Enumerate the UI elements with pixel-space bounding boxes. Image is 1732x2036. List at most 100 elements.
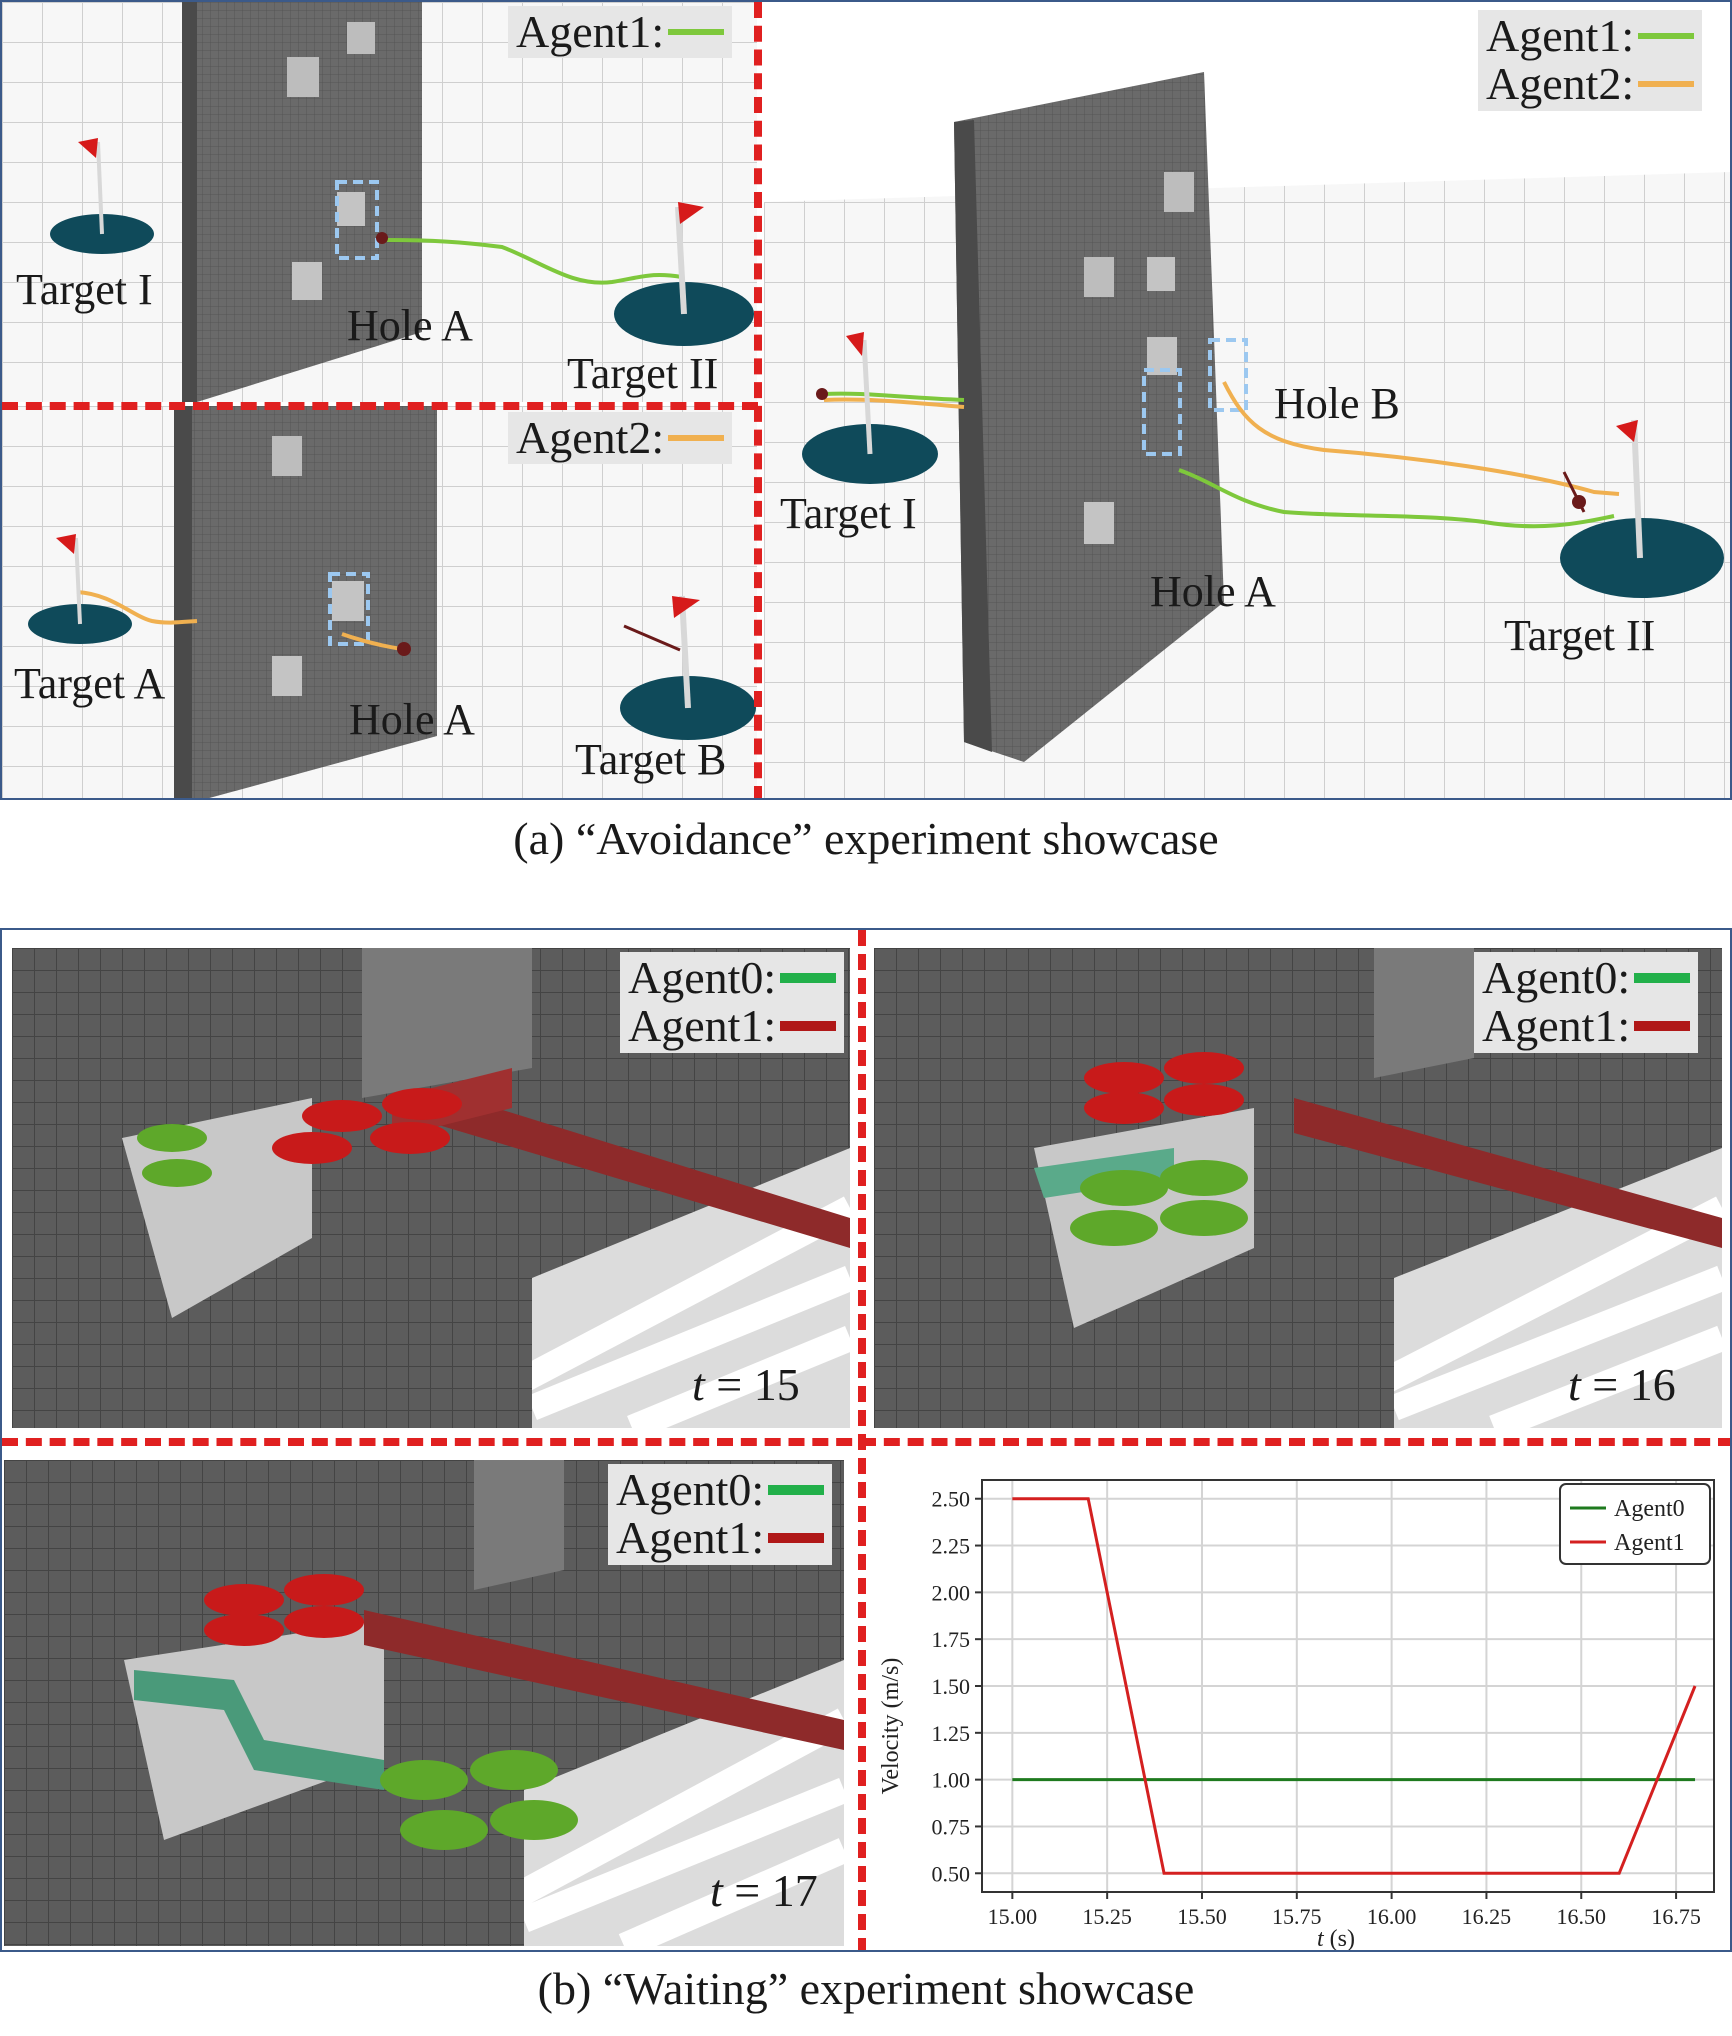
x-tick-label: 16.50 [1557, 1904, 1607, 1929]
legend-t16: Agent0: Agent1: [1474, 952, 1699, 1053]
legend-row: Agent1: [1486, 10, 1695, 61]
time-label-t16: t = 16 [1568, 1358, 1676, 1411]
x-tick-label: 16.25 [1462, 1904, 1512, 1929]
x-tick-label: 15.50 [1177, 1904, 1227, 1929]
chart-xlabel: t (s) [1317, 1926, 1355, 1952]
y-tick-label: 2.25 [932, 1534, 971, 1559]
chart-axes: 15.00 15.25 15.50 15.75 16.00 16.25 16.50 16.75… [932, 1479, 1715, 1929]
chart-xlabel-var: t [1317, 1926, 1325, 1952]
waiting-frame-t16: t = 16 Agent0: Agent1: [874, 948, 1722, 1428]
time-value: = 16 [1580, 1359, 1676, 1410]
legend-swatch [780, 973, 837, 984]
time-var: t [1568, 1359, 1581, 1410]
chart-ylabel: Velocity (m/s) [878, 1658, 904, 1795]
legend-label: Agent0: [628, 952, 777, 1003]
velocity-chart-svg: 15.00 15.25 15.50 15.75 16.00 16.25 16.50 16.75… [878, 1479, 1715, 1952]
legend-row: Agent2: [1486, 58, 1695, 110]
legend-label-agent0: Agent0 [1614, 1496, 1685, 1522]
y-tick-label: 0.50 [932, 1861, 971, 1886]
label-target-a: Target A [14, 659, 166, 708]
legend-label: Agent1: [516, 6, 665, 57]
x-tick-label: 16.00 [1367, 1904, 1417, 1929]
waiting-render-t17 [4, 1460, 844, 1946]
legend-label: Agent1: [628, 1000, 777, 1052]
chart-lines [1012, 1497, 1697, 1875]
panel-b-caption: (b) “Waiting” experiment showcase [537, 1963, 1195, 2014]
legend-row: Agent1: [516, 6, 725, 57]
x-tick-label: 15.75 [1272, 1904, 1322, 1929]
avoidance-agent2-render [2, 406, 757, 798]
legend-row: Agent2: [516, 412, 725, 463]
legend-swatch [1638, 33, 1695, 40]
x-tick-label: 15.00 [988, 1904, 1037, 1929]
label-target-2: Target II [567, 349, 719, 398]
legend-agent2: Agent2: [508, 412, 733, 465]
legend-label: Agent1: [1486, 10, 1635, 61]
panel-b-divider-horizontal [2, 1438, 1730, 1446]
x-tick-label: 16.75 [1651, 1904, 1701, 1929]
y-tick-label: 1.00 [932, 1768, 971, 1793]
legend-swatch [1634, 973, 1691, 984]
y-tick-label: 0.75 [932, 1814, 971, 1839]
legend-label: Agent0: [616, 1464, 765, 1515]
y-tick-label: 2.00 [932, 1580, 971, 1605]
legend-swatch [1638, 81, 1695, 88]
avoidance-agent1-scene: Target I Hole A Target II Agent1: [2, 2, 757, 402]
label-target-1-right: Target I [780, 489, 917, 538]
chart-xlabel-unit: (s) [1324, 1926, 1355, 1952]
legend-label: Agent1: [1482, 1000, 1631, 1052]
legend-t17: Agent0: Agent1: [608, 1464, 833, 1565]
panel-b-frame: t = 15 Agent0: Agent1: t = 16 Agent0: [0, 928, 1732, 1952]
velocity-chart: 15.00 15.25 15.50 15.75 16.00 16.25 16.50 16.75… [872, 1456, 1730, 1952]
legend-agent1-agent2: Agent1: Agent2: [1478, 10, 1703, 111]
legend-label-agent1: Agent1 [1614, 1530, 1685, 1556]
legend-label: Agent2: [1486, 58, 1635, 110]
avoidance-combined-render [764, 2, 1730, 798]
legend-swatch [780, 1021, 837, 1032]
legend-label: Agent2: [516, 412, 665, 463]
waiting-frame-t17: t = 17 Agent0: Agent1: [4, 1460, 844, 1946]
time-value: = 15 [704, 1359, 800, 1410]
legend-row: Agent1: [1482, 1000, 1691, 1052]
avoidance-agent1-render [2, 2, 757, 402]
panel-a-caption: (a) “Avoidance” experiment showcase [513, 813, 1219, 864]
legend-row: Agent0: [616, 1464, 825, 1515]
legend-t15: Agent0: Agent1: [620, 952, 845, 1053]
time-label-t17: t = 17 [710, 1864, 818, 1917]
y-tick-label: 1.50 [932, 1674, 971, 1699]
y-tick-label: 1.25 [932, 1721, 971, 1746]
panel-a-divider-vertical [754, 2, 762, 798]
avoidance-combined-scene: Hole B Target I Hole A Target II Agent1:… [764, 2, 1730, 798]
legend-label: Agent0: [1482, 952, 1631, 1003]
label-hole-a-right: Hole A [1150, 567, 1276, 616]
legend-swatch [768, 1533, 825, 1544]
time-var: t [710, 1865, 723, 1916]
legend-swatch [668, 435, 725, 442]
legend-agent1: Agent1: [508, 6, 733, 59]
legend-row: Agent0: [628, 952, 837, 1003]
time-var: t [692, 1359, 705, 1410]
label-target-1: Target I [16, 265, 153, 314]
x-tick-label: 15.25 [1082, 1904, 1132, 1929]
label-target-b: Target B [575, 735, 727, 784]
legend-box [1559, 1483, 1711, 1565]
time-label-t15: t = 15 [692, 1358, 800, 1411]
label-target-2-right: Target II [1504, 611, 1656, 660]
plot-frame [981, 1479, 1715, 1893]
avoidance-agent2-scene: Target A Hole A Target B Agent2: [2, 406, 757, 798]
legend-row: Agent0: [1482, 952, 1691, 1003]
legend-swatch [668, 29, 725, 36]
legend-swatch [768, 1485, 825, 1496]
label-hole-a-2: Hole A [349, 695, 475, 744]
legend-row: Agent1: [628, 1000, 837, 1052]
label-hole-b: Hole B [1274, 379, 1400, 428]
panel-a-divider-horizontal [2, 402, 758, 410]
legend-swatch [1634, 1021, 1691, 1032]
y-tick-label: 2.50 [932, 1487, 971, 1512]
legend-row: Agent1: [616, 1513, 825, 1562]
panel-a-frame: Target I Hole A Target II Agent1: [0, 0, 1732, 800]
time-value: = 17 [722, 1865, 818, 1916]
waiting-frame-t15: t = 15 Agent0: Agent1: [12, 948, 850, 1428]
y-tick-label: 1.75 [932, 1627, 971, 1652]
